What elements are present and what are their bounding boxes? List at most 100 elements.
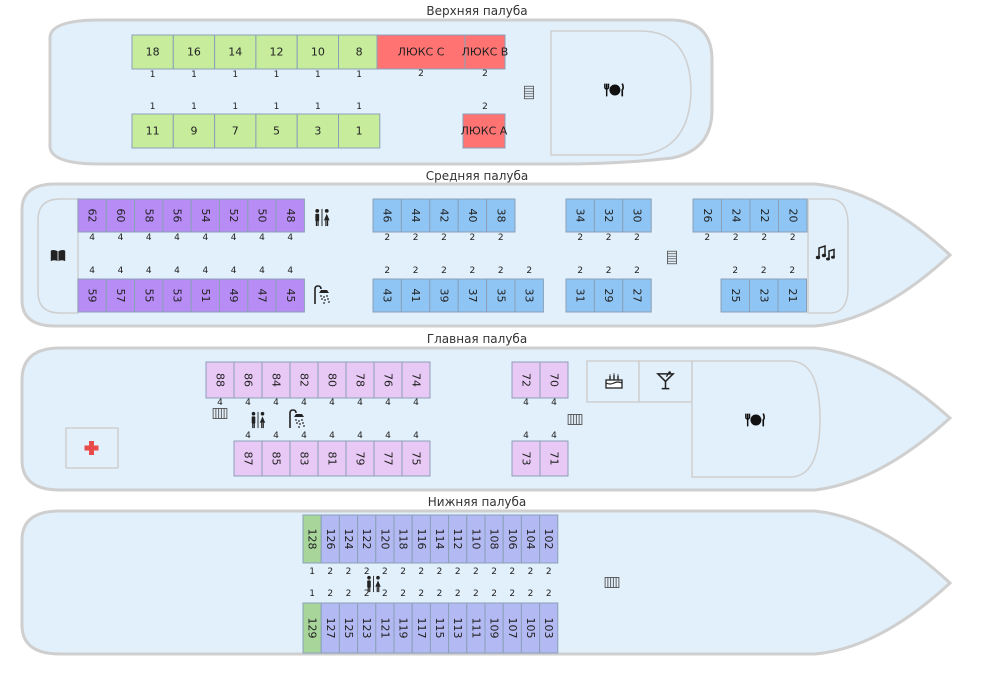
cabin-24[interactable]: 24 <box>721 198 751 233</box>
cabin-87[interactable]: 87 <box>233 440 263 477</box>
cabin-35[interactable]: 35 <box>486 278 516 313</box>
cabin-104[interactable]: 104 <box>520 514 541 564</box>
cabin-76[interactable]: 76 <box>373 361 403 399</box>
cabin-1[interactable]: 1 <box>338 113 381 149</box>
cabin-108[interactable]: 108 <box>484 514 504 564</box>
cabin-58[interactable]: 58 <box>134 198 164 233</box>
cabin-3[interactable]: 3 <box>296 113 340 149</box>
cabin-7[interactable]: 7 <box>214 113 257 149</box>
cabin-125[interactable]: 125 <box>338 602 359 654</box>
cabin-110[interactable]: 110 <box>466 514 486 564</box>
cabin-127[interactable]: 127 <box>320 602 340 654</box>
cabin-103[interactable]: 103 <box>539 602 559 654</box>
cabin-70[interactable]: 70 <box>539 361 569 399</box>
cabin-29[interactable]: 29 <box>593 278 624 313</box>
cabin-112[interactable]: 112 <box>448 514 468 564</box>
cabin-85[interactable]: 85 <box>261 440 291 477</box>
cabin-62[interactable]: 62 <box>77 198 107 233</box>
cabin-80[interactable]: 80 <box>317 361 347 399</box>
cabin-41[interactable]: 41 <box>400 278 431 313</box>
cabin-люкс-а[interactable]: ЛЮКС А <box>461 113 508 149</box>
cabin-14[interactable]: 14 <box>214 34 257 70</box>
cabin-72[interactable]: 72 <box>511 361 541 399</box>
cabin-123[interactable]: 123 <box>357 602 377 654</box>
cabin-88[interactable]: 88 <box>205 361 235 399</box>
cabin-38[interactable]: 38 <box>486 198 516 233</box>
cabin-27[interactable]: 27 <box>622 278 652 313</box>
cabin-25[interactable]: 25 <box>720 278 750 313</box>
cabin-114[interactable]: 114 <box>429 514 450 564</box>
cabin-107[interactable]: 107 <box>502 602 522 654</box>
cabin-8[interactable]: 8 <box>338 34 381 70</box>
cabin-5[interactable]: 5 <box>255 113 298 149</box>
cabin-74[interactable]: 74 <box>401 361 431 399</box>
cabin-84[interactable]: 84 <box>261 361 291 399</box>
cabin-люкс-с[interactable]: ЛЮКС С <box>376 34 466 70</box>
cabin-43[interactable]: 43 <box>372 278 402 313</box>
cabin-73[interactable]: 73 <box>511 440 541 477</box>
cabin-21[interactable]: 21 <box>777 278 807 313</box>
cabin-79[interactable]: 79 <box>345 440 375 477</box>
cabin-56[interactable]: 56 <box>162 198 192 233</box>
cabin-37[interactable]: 37 <box>457 278 488 313</box>
cabin-75[interactable]: 75 <box>401 440 431 477</box>
cabin-102[interactable]: 102 <box>539 514 559 564</box>
cabin-39[interactable]: 39 <box>429 278 459 313</box>
cabin-34[interactable]: 34 <box>565 198 595 233</box>
cabin-120[interactable]: 120 <box>375 514 395 564</box>
cabin-128[interactable]: 128 <box>302 514 322 564</box>
cabin-47[interactable]: 47 <box>247 278 277 313</box>
cabin-53[interactable]: 53 <box>162 278 192 313</box>
cabin-32[interactable]: 32 <box>593 198 624 233</box>
cabin-45[interactable]: 45 <box>275 278 305 313</box>
cabin-50[interactable]: 50 <box>247 198 277 233</box>
cabin-118[interactable]: 118 <box>393 514 413 564</box>
cabin-48[interactable]: 48 <box>275 198 305 233</box>
cabin-119[interactable]: 119 <box>393 602 413 654</box>
cabin-33[interactable]: 33 <box>514 278 544 313</box>
cabin-124[interactable]: 124 <box>338 514 359 564</box>
cabin-9[interactable]: 9 <box>172 113 216 149</box>
cabin-105[interactable]: 105 <box>520 602 541 654</box>
cabin-77[interactable]: 77 <box>373 440 403 477</box>
cabin-51[interactable]: 51 <box>190 278 220 313</box>
cabin-26[interactable]: 26 <box>692 198 722 233</box>
cabin-129[interactable]: 129 <box>302 602 322 654</box>
cabin-126[interactable]: 126 <box>320 514 340 564</box>
cabin-115[interactable]: 115 <box>429 602 450 654</box>
cabin-59[interactable]: 59 <box>77 278 107 313</box>
cabin-60[interactable]: 60 <box>105 198 136 233</box>
cabin-40[interactable]: 40 <box>457 198 488 233</box>
cabin-31[interactable]: 31 <box>565 278 595 313</box>
cabin-12[interactable]: 12 <box>255 34 298 70</box>
cabin-106[interactable]: 106 <box>502 514 522 564</box>
cabin-44[interactable]: 44 <box>400 198 431 233</box>
cabin-30[interactable]: 30 <box>622 198 652 233</box>
cabin-22[interactable]: 22 <box>749 198 779 233</box>
cabin-16[interactable]: 16 <box>172 34 216 70</box>
cabin-10[interactable]: 10 <box>296 34 340 70</box>
cabin-78[interactable]: 78 <box>345 361 375 399</box>
cabin-52[interactable]: 52 <box>219 198 249 233</box>
cabin-116[interactable]: 116 <box>411 514 431 564</box>
cabin-23[interactable]: 23 <box>749 278 779 313</box>
cabin-86[interactable]: 86 <box>233 361 263 399</box>
cabin-111[interactable]: 111 <box>466 602 486 654</box>
cabin-117[interactable]: 117 <box>411 602 431 654</box>
cabin-121[interactable]: 121 <box>375 602 395 654</box>
cabin-49[interactable]: 49 <box>219 278 249 313</box>
cabin-люкс-в[interactable]: ЛЮКС В <box>462 34 509 70</box>
cabin-113[interactable]: 113 <box>448 602 468 654</box>
cabin-54[interactable]: 54 <box>190 198 220 233</box>
cabin-71[interactable]: 71 <box>539 440 569 477</box>
cabin-46[interactable]: 46 <box>372 198 402 233</box>
cabin-81[interactable]: 81 <box>317 440 347 477</box>
cabin-109[interactable]: 109 <box>484 602 504 654</box>
cabin-18[interactable]: 18 <box>131 34 174 70</box>
cabin-42[interactable]: 42 <box>429 198 459 233</box>
cabin-57[interactable]: 57 <box>105 278 136 313</box>
cabin-11[interactable]: 11 <box>131 113 174 149</box>
cabin-122[interactable]: 122 <box>357 514 377 564</box>
cabin-83[interactable]: 83 <box>289 440 319 477</box>
cabin-55[interactable]: 55 <box>134 278 164 313</box>
